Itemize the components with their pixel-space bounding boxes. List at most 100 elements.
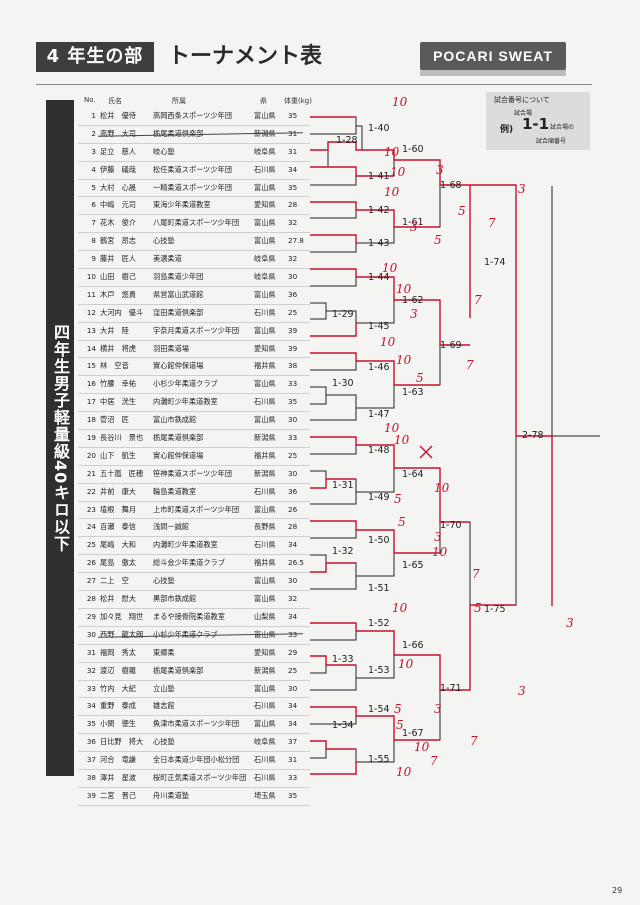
participant-club: 富山市鉄成館 [153,415,197,425]
participant-name: 百瀬 泰信 [100,522,136,532]
participant-pref: 福井県 [254,450,276,460]
participant-name: 横井 将虎 [100,343,136,353]
participant-pref: 富山県 [254,218,276,228]
participant-name: 中居 洸生 [100,397,136,407]
participant-weight: 30 [288,468,298,478]
col-pref: 県 [260,97,267,105]
winner-line [310,268,470,346]
winner-line [470,184,553,606]
participant-club: 浅間一誠館 [153,522,189,532]
participant-weight: 39 [288,325,298,335]
participant-name: 五十嵐 匠穂 [100,468,144,478]
participant-no: 26 [86,558,96,568]
bracket-line [310,562,357,590]
participant-club: 桜町正気柔道スポーツ少年団 [153,772,247,782]
participant-no: 18 [86,415,96,425]
participant-club: 内灘町少年柔道教室 [153,540,218,550]
participant-no: 27 [86,576,96,586]
bracket-line [310,748,357,775]
winner-line [310,520,440,554]
winner-line [310,706,440,741]
legend-title: 試合番号について [494,96,550,104]
participant-name: 二宮 晋己 [100,790,136,800]
participant-no: 32 [86,665,96,675]
participant-weight: 37 [288,737,298,747]
handwritten-score: 3 [434,702,442,716]
participant-club: 實心館仲保道場 [153,450,204,460]
header-divider [36,84,592,85]
bracket-line [356,276,395,324]
winner-line [310,166,394,177]
participant-pref: 富山県 [254,683,276,693]
handwritten-score: 10 [384,145,400,159]
participant-name: 花木 俊介 [100,218,136,228]
handwritten-score: 10 [396,282,412,296]
match-number: 1-47 [368,409,390,420]
participant-weight: 27.8 [288,236,305,246]
bracket-line [310,166,357,186]
match-number: 1-42 [368,205,390,216]
participant-weight: 35 [288,111,298,120]
winner-line [310,478,356,489]
handwritten-score: 5 [396,718,404,732]
participant-pref: 岐阜県 [254,254,276,264]
participant-pref: 石川県 [254,772,276,782]
participant-weight: 31 [288,146,298,156]
bracket-line [310,520,357,539]
handwritten-score: 10 [434,481,450,495]
participant-no: 24 [86,522,96,532]
participant-name: 二上 空 [100,576,129,586]
participant-pref: 富山県 [254,325,276,335]
participant-club: 實心館仲保道場 [153,361,204,371]
participant-weight: 30 [288,683,298,693]
participant-name: 藤井 匠人 [100,254,136,264]
participant-no: 39 [86,790,96,800]
participant-weight: 28 [288,522,298,532]
match-number-legend: 試合番号について 試合場 例) 1-1 試合場の 試合順番号 [486,92,590,150]
participant-weight: 26 [288,504,298,514]
bracket-line [310,386,327,405]
participant-club: 上市町柔道スポーツ少年団 [153,504,240,514]
page-title: トーナメント表 [168,44,323,69]
bracket-line [310,655,327,674]
bracket-line [310,302,327,320]
match-number: 1-41 [368,171,390,182]
participant-club: 東海少年柔道教室 [153,200,211,210]
participant-pref: 石川県 [254,164,276,174]
grade-label: 4 年生の部 [36,42,154,72]
participant-no: 13 [86,325,96,335]
bracket-line [310,352,357,371]
participant-club: 内灘町少年柔道教室 [153,397,218,407]
match-number: 2-78 [522,430,544,441]
match-number: 1-46 [368,362,390,373]
bracket-line [310,664,357,691]
handwritten-score: 7 [430,754,438,768]
participant-name: 足立 慈人 [100,146,136,156]
participant-weight: 35 [288,397,298,407]
participant-weight: 25 [288,665,298,675]
participant-pref: 新潟県 [254,468,276,478]
bracket-line [310,554,327,573]
match-number: 1-33 [332,654,354,665]
match-number: 1-53 [368,665,390,676]
participant-pref: 長野県 [254,522,276,532]
handwritten-score: 5 [474,601,482,615]
participant-name: 澤井 星波 [100,772,136,782]
participant-weight: 33 [288,772,298,782]
bracket-line [310,201,357,219]
logo-underband [420,70,566,76]
match-number: 1-44 [368,272,390,283]
participant-weight: 34 [288,611,298,621]
participant-name: 菅沼 匠 [100,415,129,425]
page-number: 29 [612,886,623,895]
bracket-line [310,268,357,287]
participant-no: 20 [86,450,96,460]
participant-row: 24 百瀬 泰信 浅間一誠館 長野県 28 [78,519,310,538]
participant-row: 2高野 大司栃尾柔道倶楽部新潟県31 [78,126,310,144]
